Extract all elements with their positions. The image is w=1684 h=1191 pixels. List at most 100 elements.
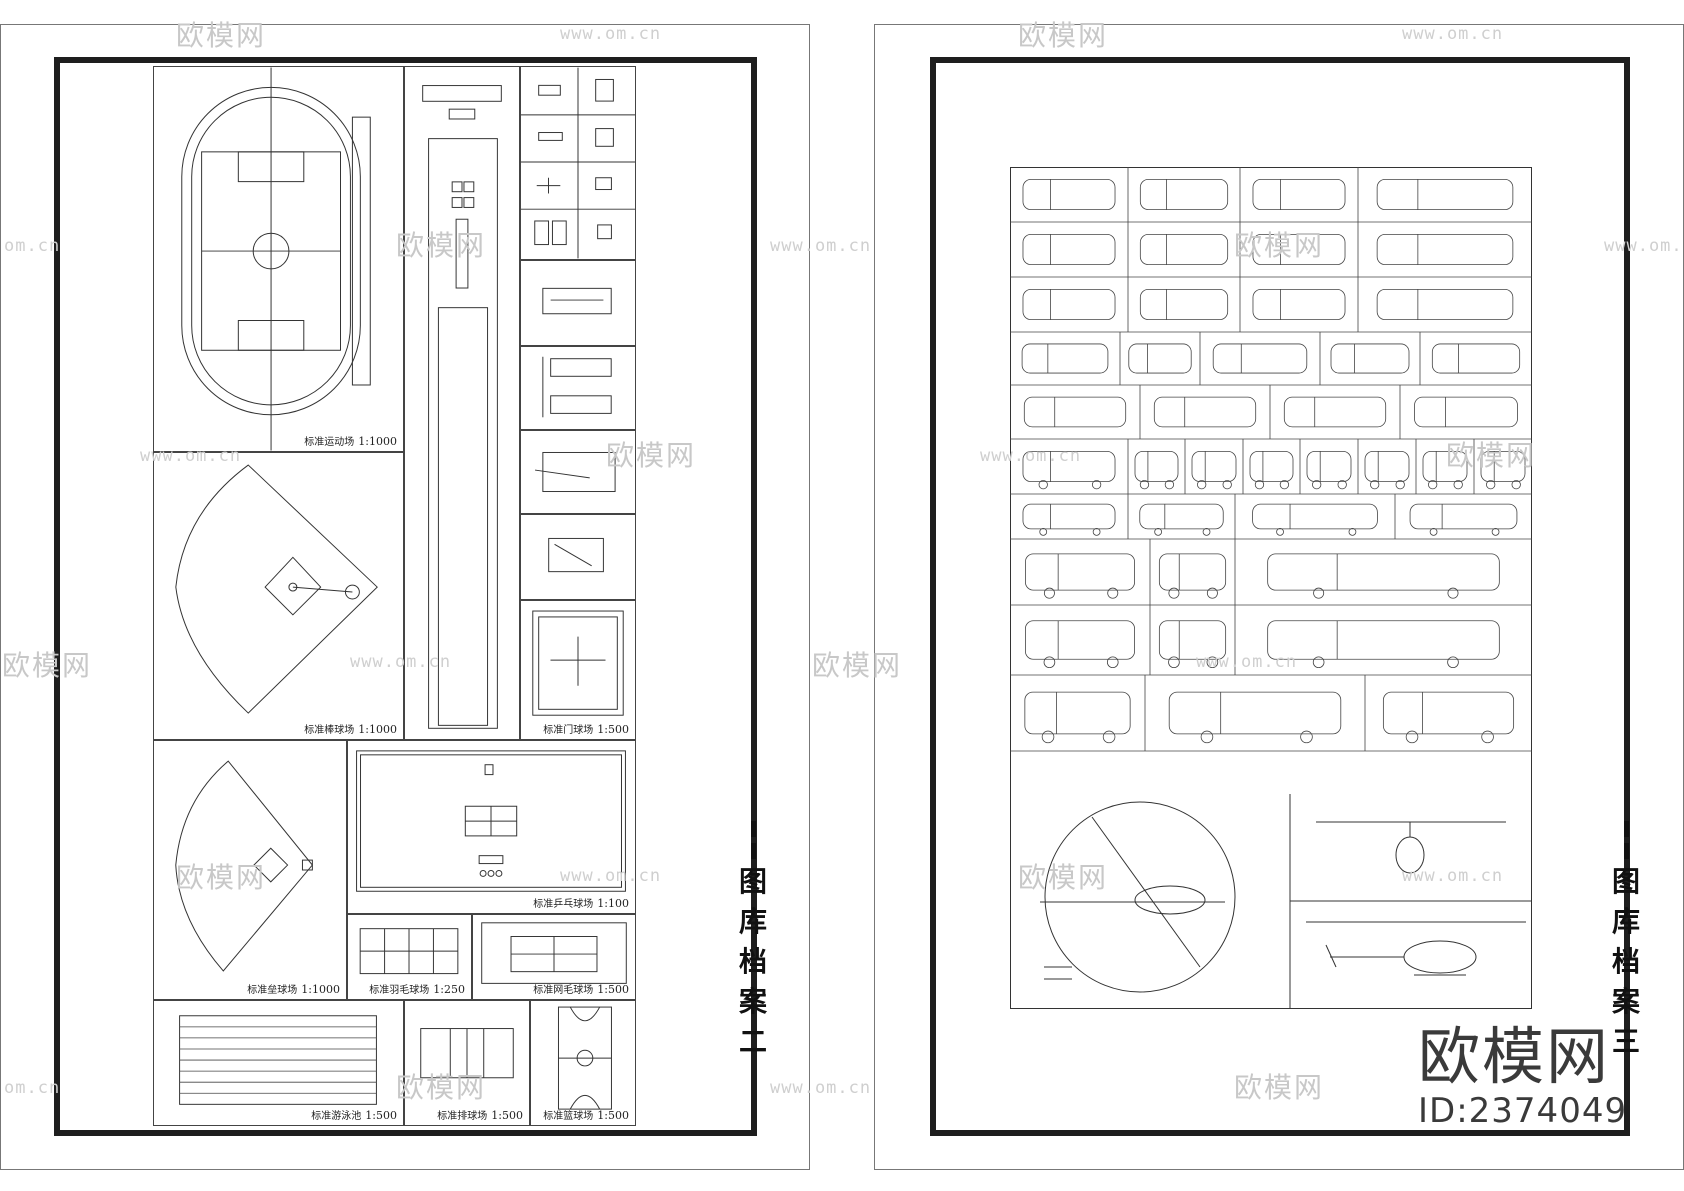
vehicle-wheel [1428,479,1438,490]
right-sheet [874,24,1684,1170]
vehicle-wheel [1168,656,1180,669]
vehicle-outline [1252,288,1346,321]
left-title-char-4: 案 [738,985,767,1018]
watermark-url: om.cn [4,236,61,256]
vehicle-outline [1382,691,1515,735]
watermark-brand: 欧模网 [176,861,267,894]
vehicle-wheel [1395,479,1405,490]
vehicle-wheel [1106,656,1119,669]
left-vertical-title: 图 库 档 案 二 [738,818,768,1062]
vehicle-outline [1023,396,1127,428]
vehicle-wheel [1202,528,1211,536]
snooker-table-cell [520,514,636,600]
equipment-lane-drawing [422,85,502,729]
vehicle-outline [1376,233,1514,266]
watermark-brand: 欧模网 [1018,861,1109,894]
watermark-brand: 欧模网 [812,649,903,682]
vehicle-outline [1139,178,1229,211]
left-sheet [0,24,810,1170]
vehicle-outline [1252,178,1346,211]
vehicle-wheel [1279,479,1290,490]
left-title-char-3: 档 [738,945,767,978]
watermark-url: www.om.cn [350,652,452,672]
right-title-char-5: 三 [1611,1025,1640,1058]
right-title-char-4: 案 [1611,985,1640,1018]
vehicle-wheel [1168,587,1180,599]
vehicle-wheel [1313,587,1325,599]
track-field-drawing [181,67,371,451]
vehicle-outline [1158,620,1227,660]
left-title-char-2: 库 [738,905,767,938]
equipment-lane-cell [404,66,520,740]
vehicle-outline [1409,503,1518,530]
watermark-url: www.om.cn [770,1078,872,1098]
vehicle-outline [1139,233,1229,266]
right-vertical-title: 图 库 档 案 三 [1611,818,1641,1062]
model-id: ID:2374049 [1418,1091,1628,1131]
vehicle-outline [1212,343,1308,374]
vehicle-wheel [1200,730,1214,744]
vehicle-outline [1283,396,1387,428]
vehicle-outline [1252,233,1346,266]
vehicle-wheel [1348,528,1357,536]
brand-name: 欧模网 [1418,1020,1611,1093]
watermark-url: www.om.cn [980,446,1082,466]
watermark-url: om.cn [4,1078,61,1098]
brand-overlay: 欧模网 ID:2374049 [1418,1020,1628,1131]
vehicle-wheel [1164,479,1175,490]
vehicle-outline [1022,288,1116,321]
vehicle-outline [1267,620,1500,660]
vehicle-wheel [1222,479,1232,490]
vehicle-outline [1267,553,1500,591]
vehicle-outline [1022,178,1116,211]
left-title-char-5: 二 [738,1025,767,1058]
watermark-brand: 欧模网 [176,19,267,52]
vehicle-outline [1252,503,1378,530]
vehicle-outline [1414,396,1518,428]
vehicle-wheel [1447,587,1459,599]
vehicle-outline [1128,343,1192,374]
watermark-url: www.om.cn [560,24,662,44]
watermark-url: www.om.cn [770,236,872,256]
swimming-pool-drawing [179,1015,377,1105]
vehicle-outline [1422,450,1468,483]
watermark-brand: 欧模网 [1234,229,1325,262]
watermark-url: www.om.cn [560,866,662,886]
vehicle-wheel [1491,528,1500,536]
vehicle-outline [1158,553,1227,591]
vehicle-outline [1431,343,1521,374]
vehicle-wheel [1447,656,1459,669]
vehicle-outline [1139,288,1229,321]
gateball-field-drawing [532,610,624,716]
watermark-brand: 欧模网 [1018,19,1109,52]
watermark-brand: 欧模网 [2,649,93,682]
vehicle-outline [1024,691,1131,735]
vehicle-wheel [1370,479,1380,490]
volleyball-court-drawing [420,1028,514,1079]
vehicle-wheel [1206,587,1218,599]
vehicle-outline [1191,450,1237,483]
equipment-grid-drawing [521,67,635,259]
badminton-court-drawing [359,928,459,975]
vehicle-wheel [1041,730,1055,744]
vehicle-wheel [1102,730,1116,744]
vehicle-outline [1134,450,1179,483]
vehicle-wheel [1312,656,1325,669]
watermark-url: www.om.cn [1402,866,1504,886]
vehicle-wheel [1312,479,1322,490]
watermark-url: www.om.cn [1196,652,1298,672]
baseball-field-drawing [175,464,378,714]
